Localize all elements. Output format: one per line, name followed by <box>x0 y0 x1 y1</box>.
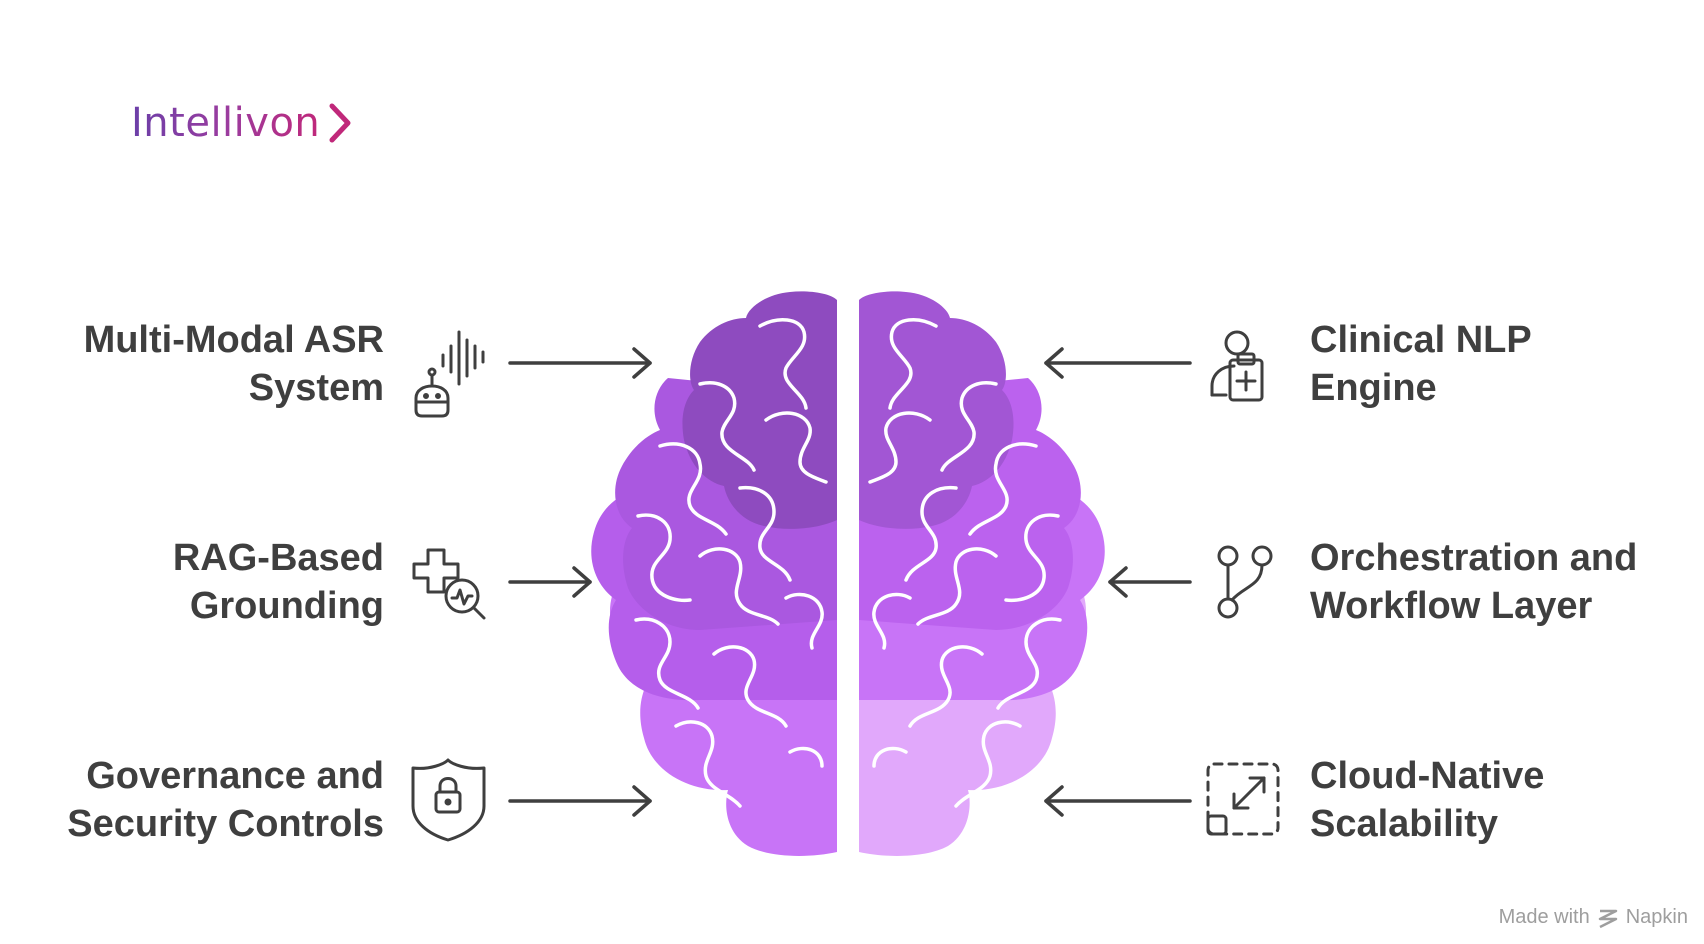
arrow-clinical-nlp <box>1044 347 1192 379</box>
label-orchestration: Orchestration and Workflow Layer <box>1310 534 1637 630</box>
label-line: Grounding <box>189 585 384 627</box>
label-line: Workflow Layer <box>1310 585 1593 627</box>
shield-lock-icon <box>411 758 486 842</box>
medical-search-icon <box>412 548 486 620</box>
brain-fissure <box>837 280 859 870</box>
arrow-cloud-native <box>1044 785 1192 817</box>
label-line: Multi-Modal ASR <box>83 319 384 361</box>
arrow-governance <box>508 785 652 817</box>
footer-brand: Napkin <box>1625 906 1688 928</box>
footer-text: Made with <box>1498 906 1590 928</box>
label-line: Engine <box>1310 367 1437 409</box>
label-line: RAG-Based <box>172 537 384 579</box>
label-line: Clinical NLP <box>1310 319 1532 361</box>
left-hemisphere <box>591 291 837 856</box>
label-governance: Governance and Security Controls <box>67 752 384 848</box>
arrow-rag-grounding <box>508 566 592 598</box>
brand-name: Intellivon <box>131 100 321 146</box>
scale-expand-icon <box>1206 762 1280 836</box>
label-line: Cloud-Native <box>1310 755 1545 797</box>
label-line: Orchestration and <box>1310 537 1638 579</box>
label-line: Scalability <box>1310 803 1498 845</box>
label-multimodal-asr: Multi-Modal ASR System <box>84 316 384 412</box>
label-line: System <box>248 367 384 409</box>
napkin-logo-icon <box>1598 909 1617 928</box>
arrow-orchestration <box>1108 566 1192 598</box>
label-clinical-nlp: Clinical NLP Engine <box>1310 316 1532 412</box>
arrow-multimodal-asr <box>508 347 652 379</box>
clinician-clipboard-icon <box>1210 330 1264 402</box>
label-cloud-native: Cloud-Native Scalability <box>1310 752 1544 848</box>
chevron-right-icon <box>329 103 351 143</box>
workflow-branch-icon <box>1217 545 1273 619</box>
label-line: Governance and <box>86 755 384 797</box>
label-rag-grounding: RAG-Based Grounding <box>173 534 384 630</box>
robot-soundwave-icon <box>414 330 485 418</box>
label-line: Security Controls <box>67 803 384 845</box>
right-hemisphere <box>859 291 1105 856</box>
made-with-footer: Made with Napkin <box>1499 906 1688 929</box>
brand-logo: Intellivon <box>131 95 354 151</box>
